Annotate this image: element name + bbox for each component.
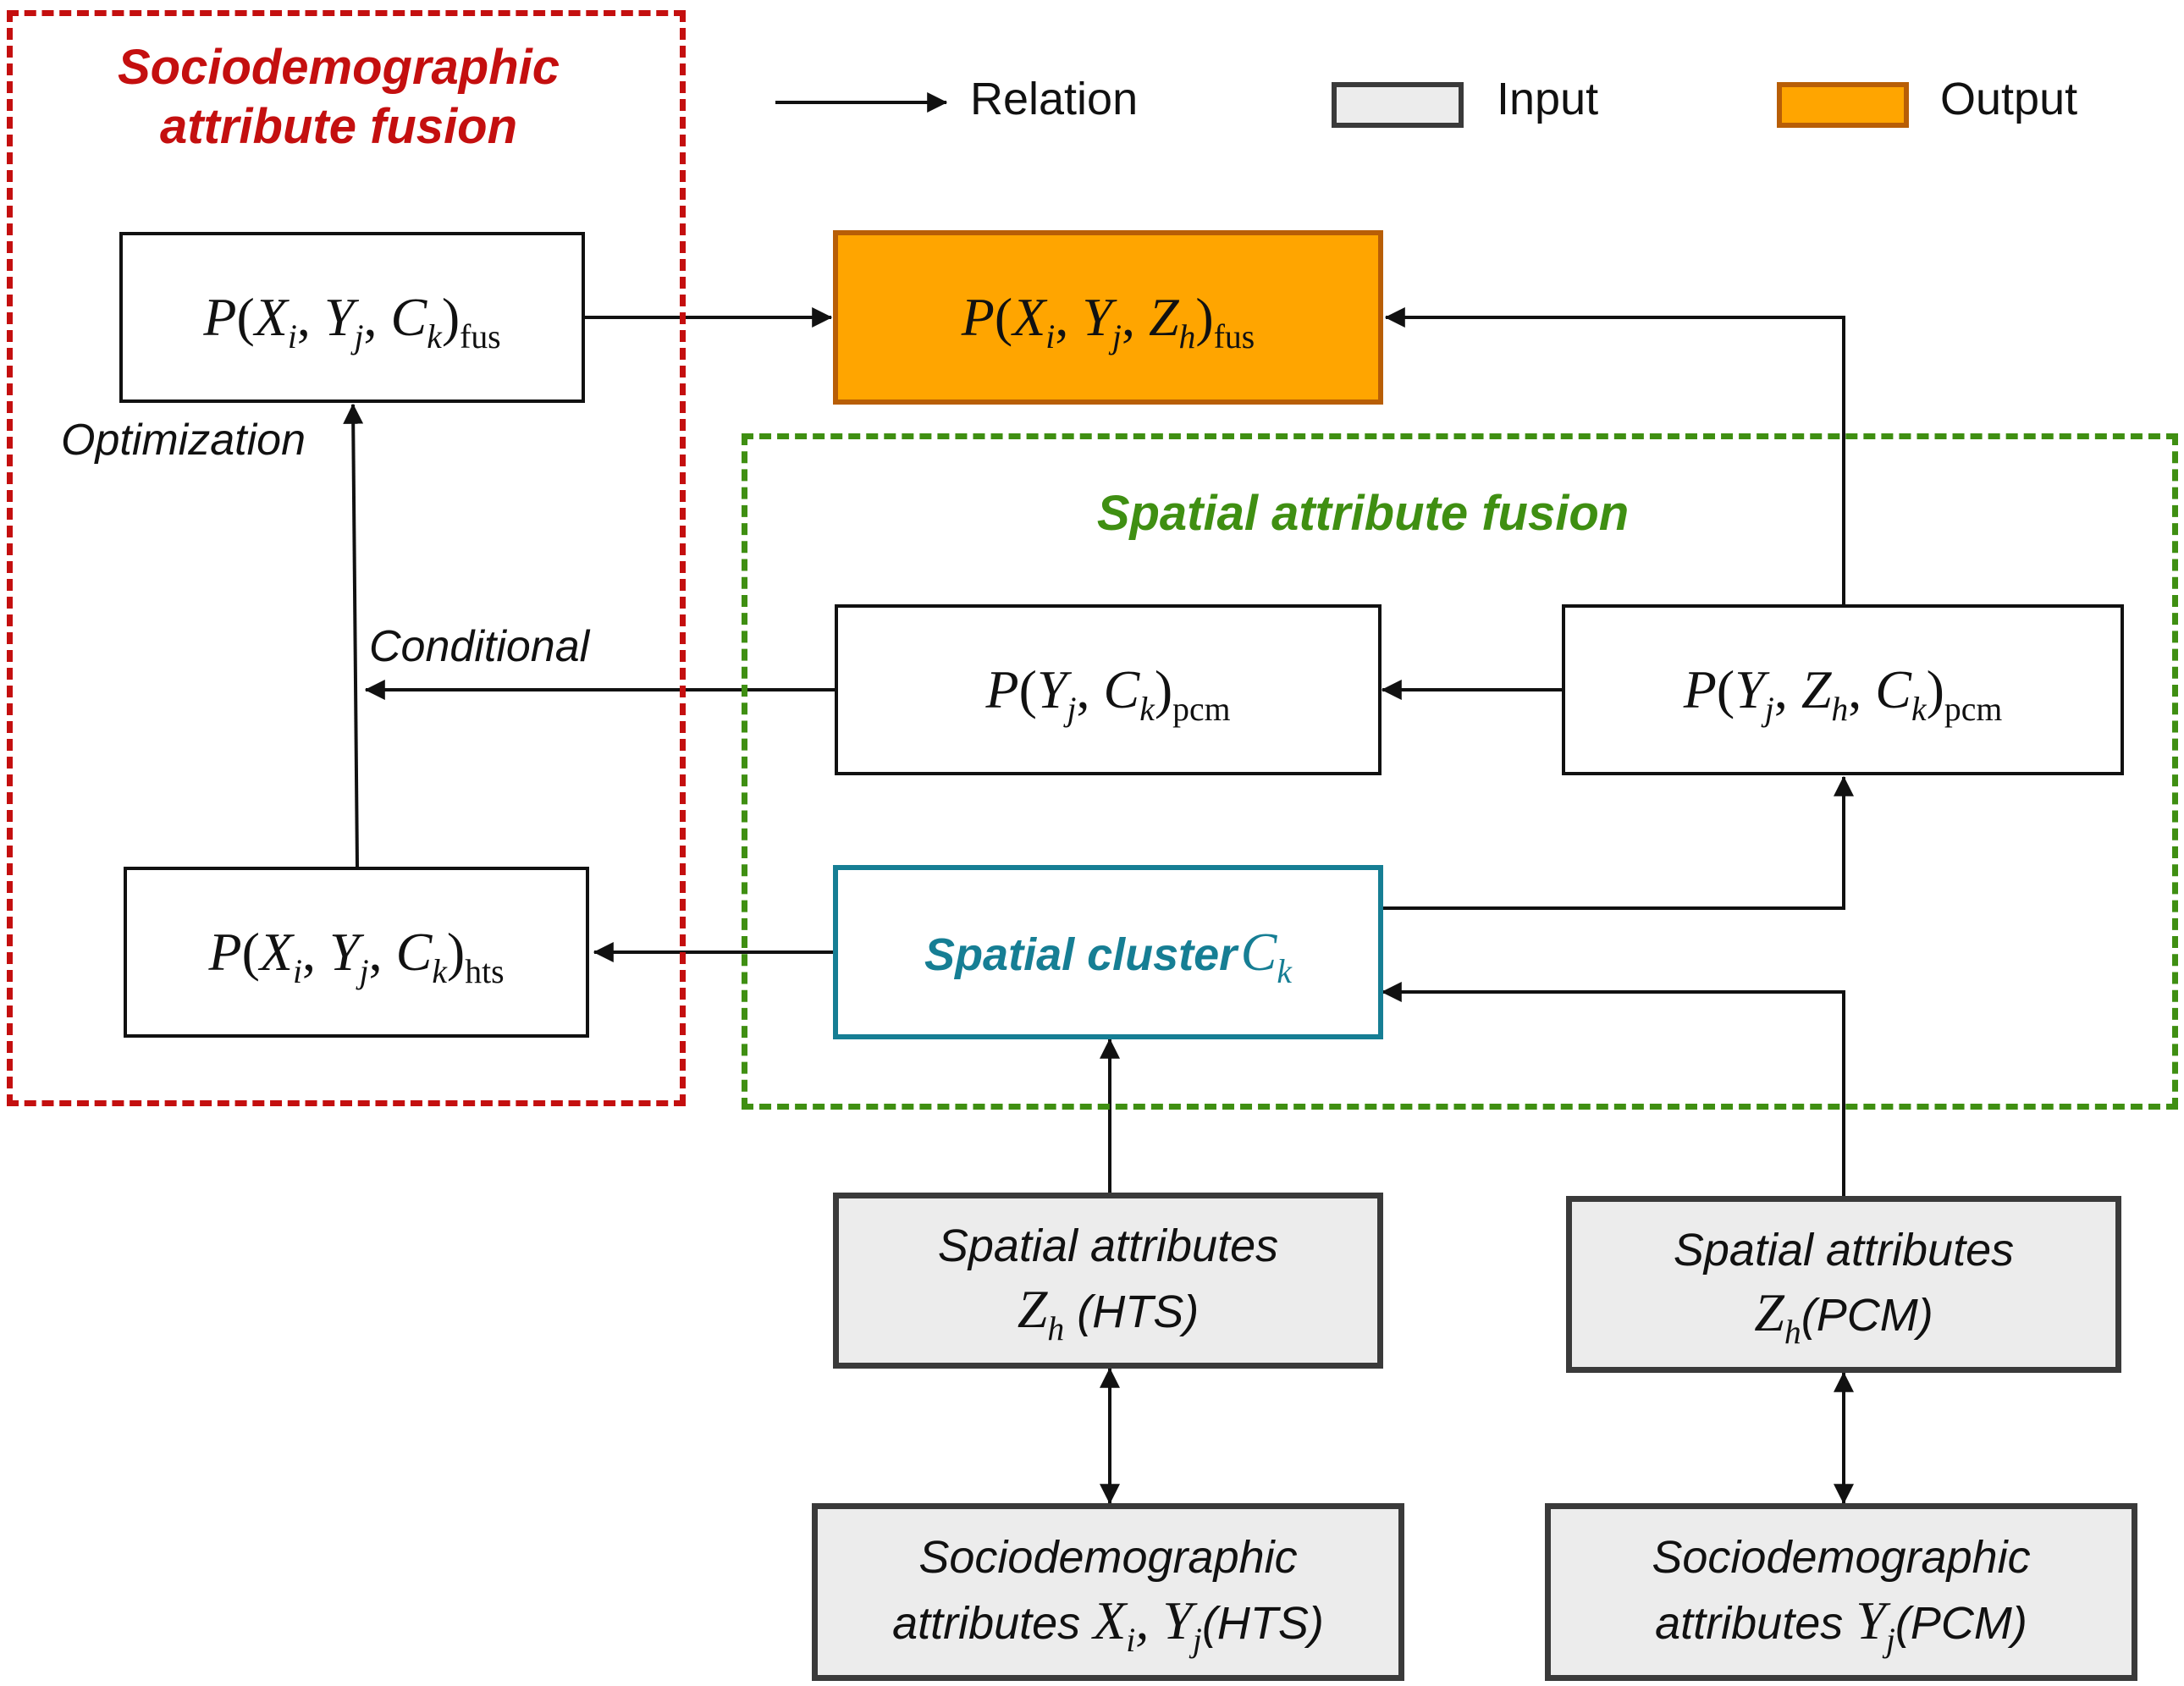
- spatial-attributes-pcm-line2: Zh(PCM): [1754, 1282, 1933, 1352]
- hts-joint-formula: P(Xi, Yj, Ck)hts: [208, 922, 505, 991]
- legend-input-swatch: [1332, 82, 1464, 128]
- spatial-cluster-label: Spatial cluster Ck: [924, 921, 1292, 991]
- spatial-attributes-hts-node: Spatial attributes Zh (HTS): [833, 1193, 1383, 1369]
- arrow-hts-to-fus: [343, 403, 364, 868]
- spatial-attributes-hts-line2: Zh (HTS): [1017, 1278, 1200, 1347]
- conditional-label: Conditional: [369, 622, 590, 671]
- sociodemographic-fusion-title: Sociodemographic attribute fusion: [25, 38, 652, 156]
- joint-fus-formula: P(Xi, Yj, Ck)fus: [203, 287, 501, 356]
- legend-output-label: Output: [1940, 74, 2078, 124]
- spatial-attributes-pcm-line1: Spatial attributes: [1673, 1224, 2015, 1276]
- pcm-yc-node: P(Yj, Ck)pcm: [835, 604, 1382, 775]
- spatial-cluster-node: Spatial cluster Ck: [833, 865, 1383, 1039]
- arrow-yzc-pcm-to-output: [1384, 307, 1845, 604]
- socio-attributes-hts-node: Sociodemographic attributes Xi, Yj(HTS): [812, 1503, 1404, 1681]
- hts-joint-node: P(Xi, Yj, Ck)hts: [124, 867, 589, 1038]
- pcm-yzc-node: P(Yj, Zh, Ck)pcm: [1562, 604, 2124, 775]
- joint-fus-node: P(Xi, Yj, Ck)fus: [119, 232, 585, 403]
- sociodemographic-title-line1: Sociodemographic: [117, 40, 560, 95]
- spatial-attributes-pcm-node: Spatial attributes Zh(PCM): [1566, 1196, 2121, 1373]
- arrow-spatial-pcm-to-cluster: [1381, 982, 1845, 1196]
- socio-attributes-hts-line1: Sociodemographic: [918, 1532, 1298, 1584]
- pcm-yc-formula: P(Yj, Ck)pcm: [985, 659, 1231, 729]
- socio-attributes-hts-line2: attributes Xi, Yj(HTS): [892, 1590, 1324, 1659]
- legend-relation-label: Relation: [970, 74, 1139, 124]
- spatial-title-text: Spatial attribute fusion: [1096, 486, 1630, 541]
- spatial-attributes-hts-line1: Spatial attributes: [937, 1220, 1279, 1272]
- output-formula: P(Xi, Yj, Zh)fus: [961, 287, 1255, 356]
- spatial-fusion-frame: [742, 433, 2178, 1110]
- output-node: P(Xi, Yj, Zh)fus: [833, 230, 1383, 405]
- socio-attributes-pcm-line2: attributes Yj(PCM): [1655, 1590, 2027, 1659]
- sociodemographic-title-line2: attribute fusion: [159, 98, 518, 154]
- spatial-cluster-text: Spatial cluster: [924, 929, 1238, 980]
- legend-output-swatch: [1777, 82, 1909, 128]
- socio-attributes-pcm-node: Sociodemographic attributes Yj(PCM): [1545, 1503, 2137, 1681]
- sociodemographic-fusion-frame: [7, 10, 686, 1106]
- spatial-cluster-var: Ck: [1240, 922, 1292, 991]
- arrow-cluster-to-yzc: [1382, 775, 1854, 910]
- spatial-fusion-title: Spatial attribute fusion: [982, 484, 1744, 543]
- optimization-label: Optimization: [61, 416, 306, 465]
- socio-attributes-pcm-line1: Sociodemographic: [1652, 1532, 2031, 1584]
- pcm-yzc-formula: P(Yj, Zh, Ck)pcm: [1683, 659, 2003, 729]
- legend-input-label: Input: [1497, 74, 1599, 124]
